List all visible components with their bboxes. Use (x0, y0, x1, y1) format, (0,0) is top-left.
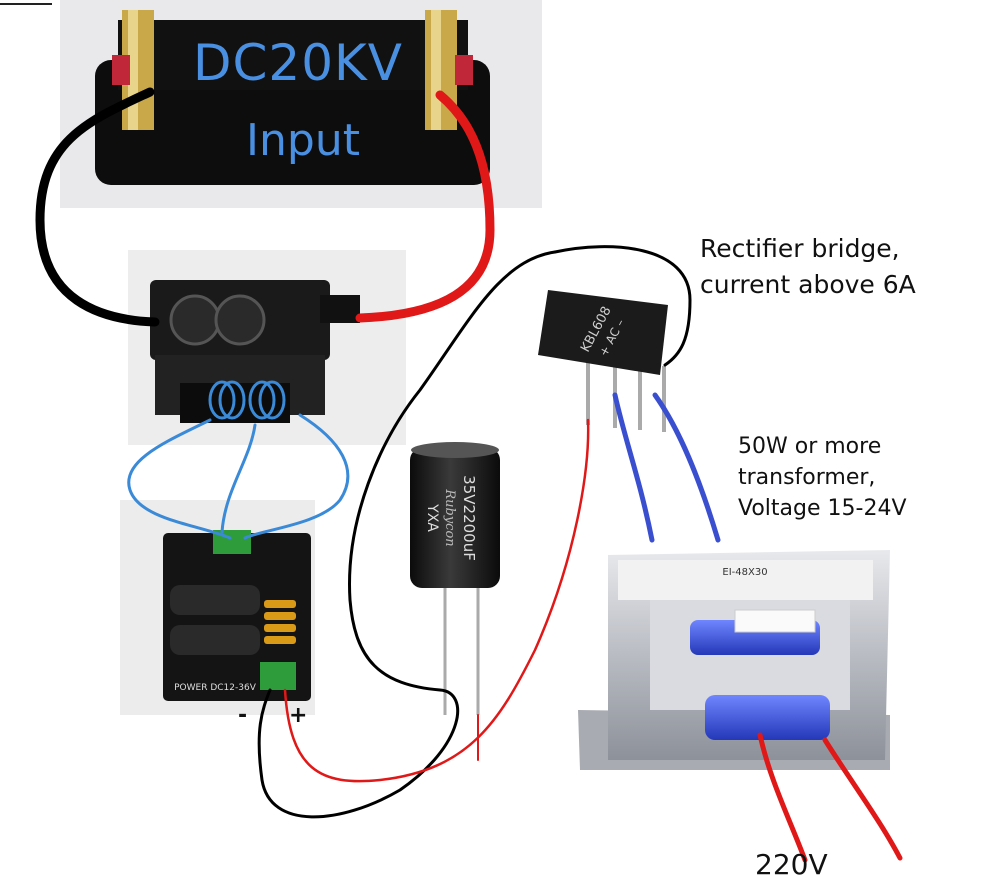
annotations: Rectifier bridge, current above 6A 50W o… (238, 234, 916, 881)
rectifier-note-line1: Rectifier bridge, (700, 234, 900, 263)
capacitor-label-3: YXA (424, 503, 440, 532)
capacitor-label-2: Rubycon (442, 488, 457, 546)
rectifier-bridge: KBL608 + AC – (538, 290, 668, 432)
capacitor-label-1: 35V2200uF (460, 475, 478, 561)
hv-sub-label: Input (246, 115, 360, 166)
transformer-note-line3: Voltage 15-24V (738, 496, 907, 521)
minus-terminal-label: - (238, 703, 247, 728)
wires (35, 87, 903, 863)
hv-label: DC20KV (193, 34, 403, 92)
rectifier-note-line2: current above 6A (700, 270, 916, 299)
zvs-driver-board: POWER DC12-36V (120, 500, 315, 715)
capacitor: 35V2200uF Rubycon YXA (410, 442, 500, 715)
transformer: EI-48X30 (578, 550, 890, 770)
mains-voltage-label: 220V (755, 848, 828, 881)
plus-terminal-label: + (289, 703, 307, 728)
hv-module (128, 250, 406, 445)
transformer-note-line1: 50W or more (738, 434, 881, 459)
transformer-label: EI-48X30 (722, 567, 767, 578)
hv-output-photo: DC20KV Input (60, 0, 542, 208)
board-label: POWER DC12-36V (174, 683, 257, 693)
transformer-note-line2: transformer, (738, 465, 875, 490)
